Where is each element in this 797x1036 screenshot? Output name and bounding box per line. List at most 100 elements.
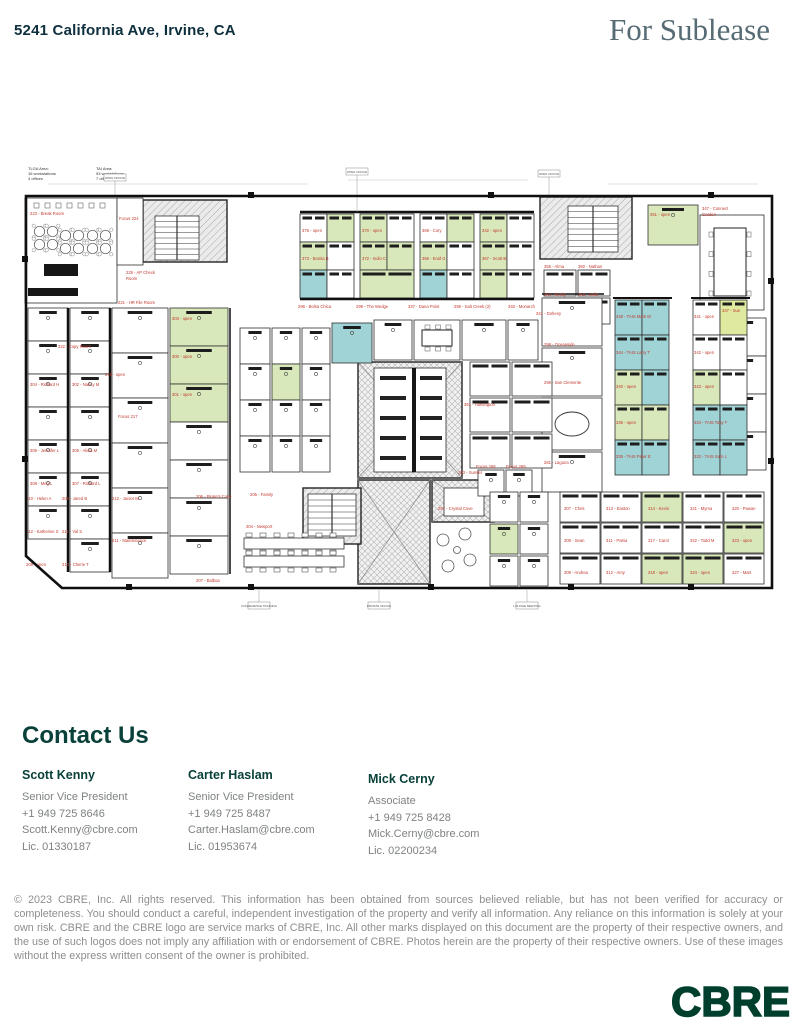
svg-text:322 - Todd M: 322 - Todd M: [690, 538, 715, 543]
svg-text:369 - Cory: 369 - Cory: [422, 228, 442, 233]
svg-text:207 - Balboa: 207 - Balboa: [196, 578, 220, 583]
svg-text:206 - Pirate's Cove: 206 - Pirate's Cove: [196, 494, 232, 499]
svg-text:321 - Myrna: 321 - Myrna: [690, 506, 713, 511]
contact-phone[interactable]: +1 949 725 8428: [368, 811, 451, 824]
svg-text:318 - open: 318 - open: [648, 570, 669, 575]
svg-text:298 - Oceanside: 298 - Oceanside: [544, 342, 575, 347]
svg-text:323 - open: 323 - open: [732, 538, 753, 543]
svg-text:307 - Richard L: 307 - Richard L: [72, 481, 101, 486]
contact-license: Lic. 01953674: [188, 840, 258, 853]
svg-text:213 - Cherie T: 213 - Cherie T: [62, 562, 89, 567]
svg-text:293 - Sunset: 293 - Sunset: [458, 470, 483, 475]
svg-text:Focus 269: Focus 269: [506, 464, 526, 469]
svg-text:219 - open: 219 - open: [105, 372, 126, 377]
contact-email[interactable]: Mick.Cerny@cbre.com: [368, 828, 480, 840]
svg-text:287 - Crystal Cove: 287 - Crystal Cove: [438, 506, 473, 511]
svg-text:204 - Newport: 204 - Newport: [246, 524, 273, 529]
svg-text:366 - Enid G: 366 - Enid G: [422, 256, 446, 261]
svg-text:313 - Easton: 313 - Easton: [606, 506, 630, 511]
svg-text:335 - TAIS Peter E: 335 - TAIS Peter E: [616, 454, 651, 459]
svg-text:Focus 224: Focus 224: [119, 216, 139, 221]
svg-text:311 - Patria: 311 - Patria: [606, 538, 628, 543]
svg-text:Room: Room: [126, 276, 138, 281]
svg-text:222 - Copy Room: 222 - Copy Room: [58, 344, 91, 349]
contact-card: Scott Kenny Senior Vice President +1 949…: [22, 768, 192, 855]
svg-text:347 - Connect: 347 - Connect: [702, 206, 729, 211]
svg-text:93 workstations: 93 workstations: [96, 171, 124, 176]
svg-text:OPEN OFFICE: OPEN OFFICE: [105, 176, 125, 180]
contact-name: Mick Cerny: [368, 772, 435, 786]
svg-text:340 - open: 340 - open: [616, 384, 637, 389]
contact-email[interactable]: Carter.Haslam@cbre.com: [188, 824, 315, 836]
svg-text:333 - TAIS Sam L: 333 - TAIS Sam L: [694, 454, 728, 459]
contact-phone[interactable]: +1 949 725 8646: [22, 807, 105, 820]
svg-text:342 - open: 342 - open: [482, 228, 503, 233]
contact-name: Scott Kenny: [22, 768, 95, 782]
svg-text:342 - open: 342 - open: [694, 350, 715, 355]
for-sublease-title: For Sublease: [608, 12, 770, 47]
svg-text:327 - Matt: 327 - Matt: [732, 570, 752, 575]
svg-text:373 - Bonita B: 373 - Bonita B: [302, 256, 329, 261]
contact-license: Lic. 02200234: [368, 844, 438, 857]
contact-card: Mick Cerny Associate +1 949 725 8428 Mic…: [368, 772, 538, 859]
contact-job-title: Senior Vice President: [188, 791, 294, 803]
svg-text:225 - AP Check: 225 - AP Check: [126, 270, 156, 275]
contact-job-title: Associate: [368, 795, 416, 807]
svg-text:LOUNGE MEETING: LOUNGE MEETING: [513, 604, 541, 608]
contact-phone[interactable]: +1 949 725 8487: [188, 807, 271, 820]
svg-text:314 - Kevin: 314 - Kevin: [648, 506, 670, 511]
contact-license: Lic. 01330187: [22, 840, 92, 853]
svg-text:7 offices: 7 offices: [96, 176, 111, 181]
contact-job-title: Senior Vice President: [22, 791, 128, 803]
svg-text:210 - Helen A: 210 - Helen A: [26, 496, 52, 501]
svg-text:221 - HR File Room: 221 - HR File Room: [118, 300, 156, 305]
svg-text:340 - Monarch: 340 - Monarch: [508, 304, 536, 309]
svg-text:295 - Salt Creek (2): 295 - Salt Creek (2): [454, 304, 491, 309]
svg-text:300 - open: 300 - open: [172, 354, 193, 359]
svg-text:320 - Pawan: 320 - Pawan: [732, 506, 756, 511]
svg-text:343 - open: 343 - open: [694, 384, 715, 389]
svg-text:324 - open: 324 - open: [690, 570, 711, 575]
svg-text:296 - Bolsa Chica: 296 - Bolsa Chica: [298, 304, 332, 309]
svg-text:351 - open: 351 - open: [650, 212, 671, 217]
svg-text:306 - Jennifer L: 306 - Jennifer L: [30, 448, 60, 453]
svg-text:341 - open: 341 - open: [694, 314, 715, 319]
svg-text:205 - Family: 205 - Family: [250, 492, 274, 497]
svg-text:355 - Alma: 355 - Alma: [544, 264, 565, 269]
svg-text:350 - Nathan: 350 - Nathan: [578, 264, 603, 269]
svg-text:341 - Doheny: 341 - Doheny: [536, 311, 562, 316]
cbre-logo: CBRE: [670, 977, 791, 1026]
svg-text:4 offices: 4 offices: [28, 176, 43, 181]
svg-text:317 - Carol: 317 - Carol: [648, 538, 669, 543]
svg-text:212 - Junior M: 212 - Junior M: [112, 496, 139, 501]
svg-text:308 - Meg L: 308 - Meg L: [30, 481, 53, 486]
svg-text:OPEN OFFICE: OPEN OFFICE: [347, 170, 367, 174]
contact-name: Carter Haslam: [188, 768, 273, 782]
svg-text:TLGA Area:: TLGA Area:: [28, 166, 49, 171]
svg-text:212 - Katherine S: 212 - Katherine S: [26, 529, 59, 534]
svg-text:367 - Scott B: 367 - Scott B: [482, 256, 506, 261]
svg-text:296 - San Clemente: 296 - San Clemente: [544, 380, 582, 385]
svg-text:211 - Maintenance: 211 - Maintenance: [112, 538, 147, 543]
svg-text:304 - Richard H: 304 - Richard H: [30, 382, 59, 387]
svg-text:347 - Sue: 347 - Sue: [722, 308, 741, 313]
contact-email[interactable]: Scott.Kenny@cbre.com: [22, 824, 138, 836]
svg-text:307 - Chris: 307 - Chris: [564, 506, 584, 511]
svg-text:211 - Val S: 211 - Val S: [62, 529, 82, 534]
svg-text:299 - The Wedge: 299 - The Wedge: [356, 304, 389, 309]
svg-text:354 - Delia: 354 - Delia: [578, 292, 599, 297]
svg-text:334 - TAIS Tony T: 334 - TAIS Tony T: [694, 420, 728, 425]
legal-disclaimer: © 2023 CBRE, Inc. All rights reserved. T…: [14, 894, 783, 962]
svg-text:223 - Break Room: 223 - Break Room: [30, 211, 64, 216]
property-address: 5241 California Ave, Irvine, CA: [14, 22, 236, 39]
svg-text:Focus 217: Focus 217: [118, 414, 138, 419]
svg-text:Garden: Garden: [702, 212, 717, 217]
svg-text:305 - Alicia M: 305 - Alicia M: [72, 448, 98, 453]
svg-text:370 - open: 370 - open: [362, 228, 383, 233]
svg-text:309 - Andrea: 309 - Andrea: [564, 570, 589, 575]
svg-text:PRIVATE OFFICE: PRIVATE OFFICE: [367, 604, 391, 608]
svg-text:312 - Amy: 312 - Amy: [606, 570, 626, 575]
svg-text:302 - Nancy M: 302 - Nancy M: [72, 382, 100, 387]
